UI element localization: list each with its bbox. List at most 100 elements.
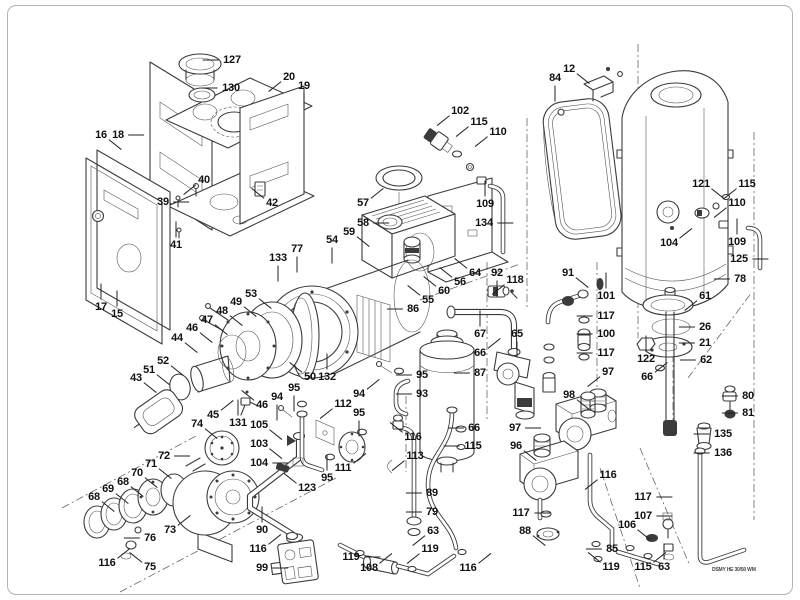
part-label: 130 bbox=[222, 82, 240, 94]
part-label: 121 bbox=[692, 178, 710, 190]
leader-line bbox=[412, 535, 426, 546]
part-label: 88 bbox=[519, 525, 531, 537]
part-label: 110 bbox=[489, 126, 507, 138]
part-label: 98 bbox=[563, 389, 575, 401]
part-label: 104 bbox=[250, 457, 268, 469]
part-label: 47 bbox=[201, 314, 213, 326]
leader-line bbox=[158, 468, 172, 479]
condensate-pump bbox=[493, 351, 535, 420]
page-border-frame bbox=[7, 5, 793, 595]
part-label: 104 bbox=[660, 237, 678, 249]
leader-line bbox=[379, 553, 393, 564]
sight-glass bbox=[133, 389, 184, 435]
part-label: 109 bbox=[728, 236, 746, 248]
part-label: 111 bbox=[334, 462, 352, 474]
leader-line bbox=[269, 448, 283, 459]
part-label: 116 bbox=[98, 557, 116, 569]
part-label: 44 bbox=[171, 332, 183, 344]
part-label: 68 bbox=[117, 476, 129, 488]
part-label: 62 bbox=[700, 354, 712, 366]
leader-line bbox=[130, 486, 144, 497]
part-label: 93 bbox=[416, 388, 428, 400]
part-label: 79 bbox=[426, 506, 438, 518]
part-label: 125 bbox=[730, 253, 748, 265]
leader-line bbox=[366, 379, 380, 390]
part-label: 119 bbox=[421, 543, 439, 555]
part-label: 21 bbox=[699, 337, 711, 349]
part-label: 19 bbox=[298, 80, 310, 92]
leader-line bbox=[199, 332, 213, 343]
part-label: 134 bbox=[475, 217, 493, 229]
leader-line bbox=[243, 306, 257, 317]
part-label: 105 bbox=[250, 419, 268, 431]
part-label: 109 bbox=[476, 198, 494, 210]
leader-line bbox=[156, 374, 170, 385]
leader-line bbox=[251, 188, 265, 199]
part-label: 108 bbox=[360, 562, 378, 574]
part-label: 106 bbox=[618, 519, 636, 531]
part-label: 40 bbox=[198, 174, 210, 186]
part-label: 115 bbox=[470, 116, 488, 128]
part-label: 92 bbox=[491, 267, 503, 279]
leader-line bbox=[406, 553, 420, 564]
part-label: 78 bbox=[734, 273, 746, 285]
leader-line bbox=[576, 73, 590, 84]
part-label: 42 bbox=[266, 197, 278, 209]
part-label: 51 bbox=[143, 364, 155, 376]
part-label: 59 bbox=[343, 226, 355, 238]
filter-cartridge bbox=[362, 555, 400, 575]
part-label: 95 bbox=[321, 472, 333, 484]
part-label: 127 bbox=[223, 54, 241, 66]
part-label: 16 bbox=[95, 129, 107, 141]
part-label: 136 bbox=[714, 447, 732, 459]
part-label: 116 bbox=[249, 543, 267, 555]
leader-line bbox=[144, 477, 158, 488]
leader-line bbox=[143, 382, 157, 393]
leader-line bbox=[423, 276, 437, 287]
part-label: 84 bbox=[549, 72, 561, 84]
blower-housing bbox=[172, 470, 260, 563]
part-label: 90 bbox=[256, 524, 268, 536]
part-label: 15 bbox=[111, 308, 123, 320]
part-label: 81 bbox=[742, 407, 754, 419]
part-label: 63 bbox=[658, 561, 670, 573]
part-label: 95 bbox=[353, 407, 365, 419]
leader-line bbox=[214, 324, 228, 335]
part-label: 112 bbox=[334, 398, 352, 410]
leader-line bbox=[108, 139, 122, 150]
part-label: 116 bbox=[404, 431, 422, 443]
leader-line bbox=[487, 338, 501, 349]
leader-line bbox=[184, 342, 198, 353]
leader-line bbox=[269, 429, 283, 440]
part-label: 96 bbox=[510, 440, 522, 452]
cabinet-assembly bbox=[149, 53, 315, 239]
return-pipes bbox=[337, 406, 467, 577]
leader-line bbox=[532, 535, 546, 546]
part-label: 117 bbox=[597, 310, 615, 322]
leader-line bbox=[587, 552, 601, 563]
part-label: 76 bbox=[144, 532, 156, 544]
leader-line bbox=[654, 362, 668, 373]
leader-line bbox=[101, 501, 115, 512]
flue-collar bbox=[178, 53, 222, 103]
igniter-electrode bbox=[240, 390, 259, 416]
part-label: 65 bbox=[511, 328, 523, 340]
leader-line bbox=[183, 184, 197, 195]
part-label: 70 bbox=[131, 467, 143, 479]
dhw-pipes bbox=[587, 452, 675, 567]
leader-line bbox=[679, 228, 693, 239]
water-tank bbox=[616, 70, 763, 310]
leader-line bbox=[289, 362, 303, 373]
part-label: 123 bbox=[298, 482, 316, 494]
part-label: 122 bbox=[637, 353, 655, 365]
part-label: 41 bbox=[170, 239, 182, 251]
leader-line bbox=[491, 284, 505, 295]
part-label: 117 bbox=[512, 507, 530, 519]
part-label: 80 bbox=[742, 390, 754, 402]
blower-fittings bbox=[120, 526, 142, 560]
part-label: 119 bbox=[602, 561, 620, 573]
leader-line bbox=[356, 236, 370, 247]
front-door-panel bbox=[85, 149, 171, 345]
part-label: 89 bbox=[426, 487, 438, 499]
